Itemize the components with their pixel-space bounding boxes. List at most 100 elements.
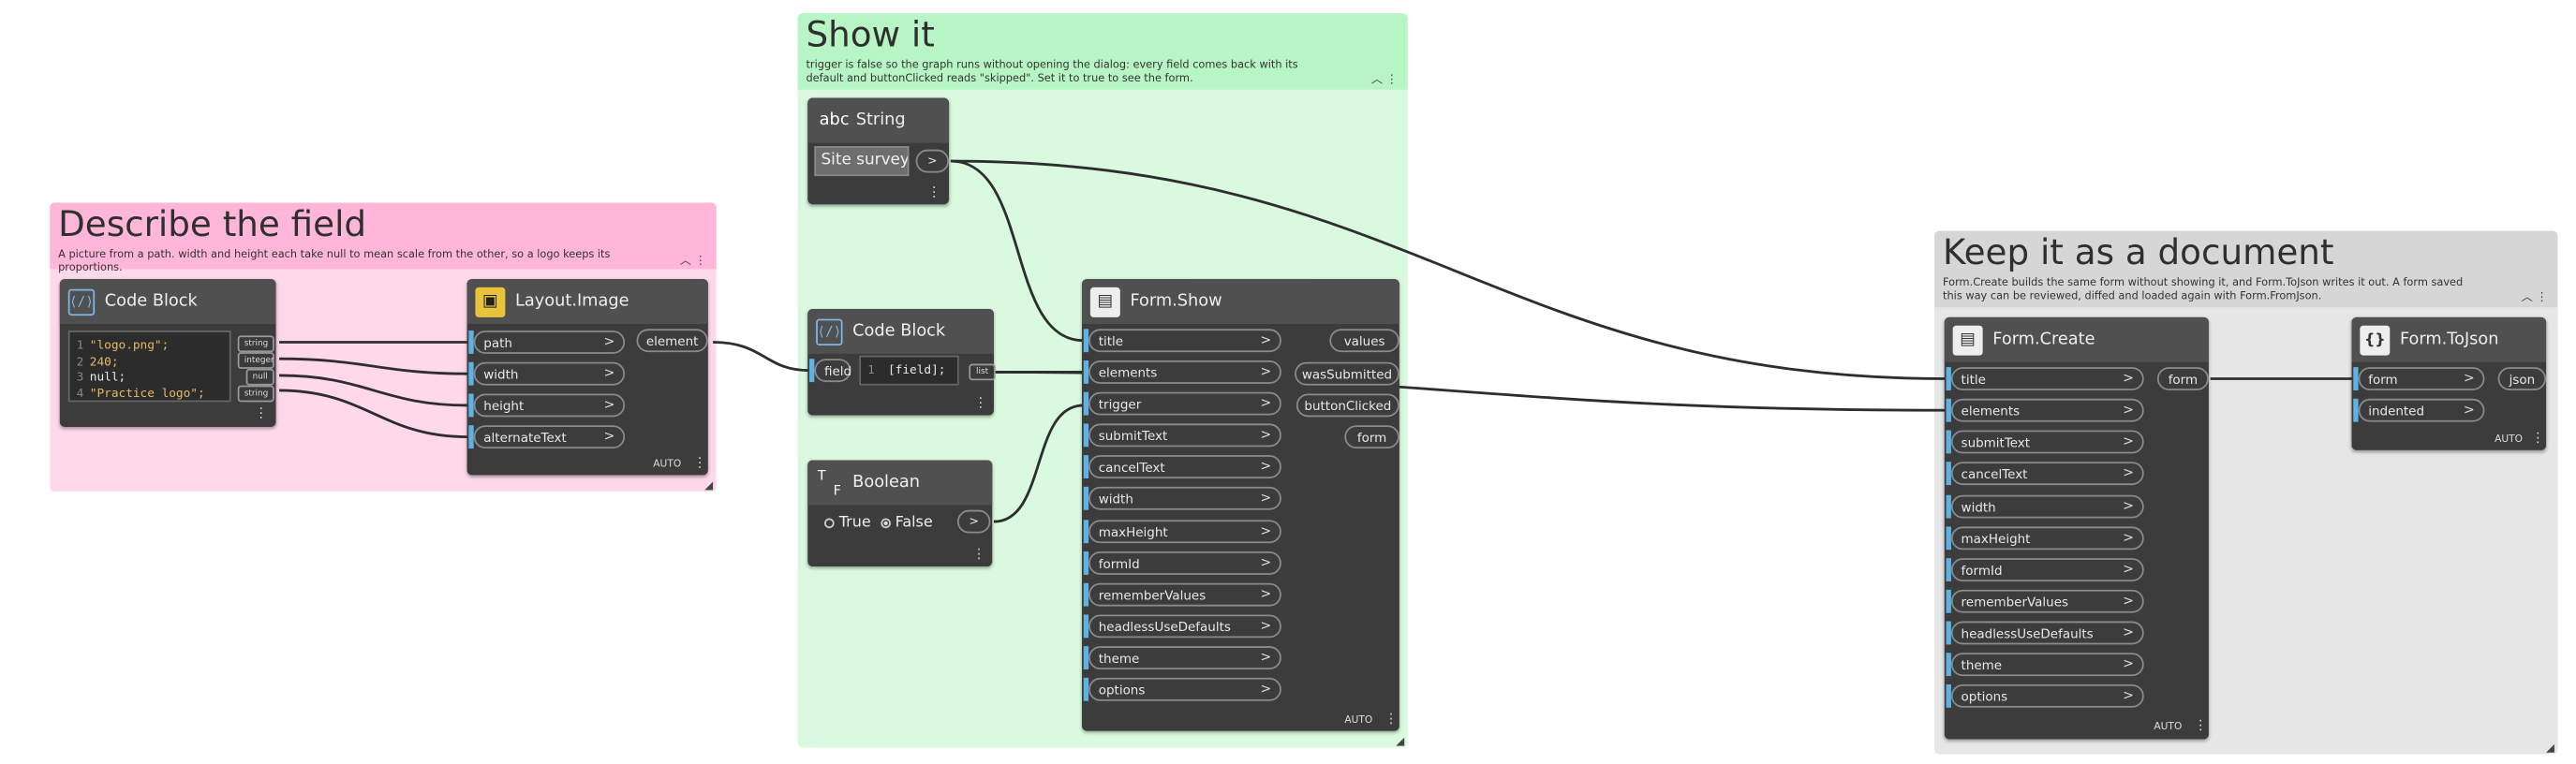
more-options-icon[interactable]: ⋮: [973, 395, 987, 411]
more-options-icon[interactable]: ⋮: [692, 455, 707, 471]
collapse-icon[interactable]: ︿: [2521, 290, 2537, 304]
output-port-form[interactable]: form: [2156, 367, 2209, 390]
lacing-label[interactable]: AUTO: [2154, 721, 2183, 733]
input-port-form-id[interactable]: formId>: [1946, 558, 2144, 581]
collapse-icon[interactable]: ︿: [679, 254, 695, 268]
output-port-values[interactable]: values: [1329, 329, 1399, 353]
layout-image-node[interactable]: ▣ Layout.Image path> width> height> alte…: [466, 279, 708, 476]
input-port-cancel-text[interactable]: cancelText>: [1946, 462, 2144, 486]
more-options-icon[interactable]: ⋮: [1385, 73, 1401, 87]
input-port-submit-text[interactable]: submitText>: [1083, 423, 1281, 448]
form-show-node[interactable]: ▤ Form.Show title> elements> trigger> su…: [1082, 279, 1399, 731]
input-port-height[interactable]: height>: [468, 393, 626, 418]
output-port-json[interactable]: json: [2497, 367, 2547, 390]
resize-grip-icon[interactable]: [1396, 737, 1405, 746]
input-port-elements[interactable]: elements>: [1946, 398, 2144, 422]
more-options-icon[interactable]: ⋮: [254, 404, 268, 420]
node-header[interactable]: ▣ Layout.Image: [466, 279, 708, 324]
node-title: Code Block: [852, 322, 946, 341]
input-port-remember-values[interactable]: rememberValues>: [1946, 589, 2144, 613]
resize-grip-icon[interactable]: [704, 481, 714, 491]
node-header[interactable]: ⟨/⟩ Code Block: [807, 309, 994, 354]
more-options-icon[interactable]: ⋮: [1384, 711, 1399, 727]
group-title[interactable]: Show it: [806, 14, 935, 55]
radio-false[interactable]: [880, 517, 891, 528]
output-port-button-clicked[interactable]: buttonClicked: [1295, 393, 1399, 418]
input-port-width[interactable]: width>: [468, 361, 626, 386]
input-port-width[interactable]: width>: [1946, 494, 2144, 519]
more-options-icon[interactable]: ⋮: [927, 184, 941, 199]
input-port-title[interactable]: title>: [1083, 329, 1281, 353]
node-header[interactable]: ⟨/⟩ Code Block: [59, 279, 276, 324]
group-controls[interactable]: ︿⋮: [1371, 71, 1401, 88]
more-options-icon[interactable]: ⋮: [2536, 290, 2552, 304]
form-icon: ▤: [1952, 324, 1983, 355]
lacing-label[interactable]: AUTO: [2495, 433, 2524, 446]
input-port-alternate-text[interactable]: alternateText>: [468, 425, 626, 449]
radio-true[interactable]: [824, 517, 835, 528]
output-type-tag[interactable]: integer: [237, 352, 274, 369]
resize-grip-icon[interactable]: [2546, 743, 2554, 753]
input-port-options[interactable]: options>: [1083, 677, 1281, 701]
form-create-node[interactable]: ▤ Form.Create title> elements> submitTex…: [1944, 316, 2209, 740]
form-tojson-node[interactable]: {} Form.ToJson form> indented> json AUTO…: [2351, 316, 2547, 450]
input-port-submit-text[interactable]: submitText>: [1946, 430, 2144, 454]
code-block-node[interactable]: ⟨/⟩ Code Block field 1 [field]; list ⋮: [807, 309, 996, 416]
output-port-was-submitted[interactable]: wasSubmitted: [1295, 361, 1399, 386]
input-port-form-id[interactable]: formId>: [1083, 551, 1281, 575]
output-port[interactable]: >: [956, 509, 991, 534]
more-options-icon[interactable]: ⋮: [694, 254, 710, 268]
input-port-options[interactable]: options>: [1946, 683, 2144, 708]
group-controls[interactable]: ︿⋮: [680, 253, 710, 270]
output-type-tag[interactable]: null: [245, 368, 274, 386]
node-header[interactable]: ▤ Form.Show: [1082, 279, 1399, 324]
output-type-tag[interactable]: list: [969, 363, 996, 381]
group-title[interactable]: Keep it as a document: [1943, 232, 2334, 272]
group-title[interactable]: Describe the field: [58, 204, 367, 244]
input-port-indented[interactable]: indented>: [2353, 398, 2485, 422]
code-line: 1"logo.png";: [76, 337, 170, 353]
group-controls[interactable]: ︿⋮: [2521, 289, 2551, 306]
node-header[interactable]: abc String: [807, 97, 950, 143]
lacing-label[interactable]: AUTO: [1344, 713, 1373, 727]
input-port-elements[interactable]: elements>: [1083, 360, 1281, 384]
radio-true-label[interactable]: True: [838, 515, 871, 532]
output-type-tag[interactable]: string: [237, 335, 274, 353]
code-block-icon: ⟨/⟩: [816, 317, 843, 345]
input-port-headless-use-defaults[interactable]: headlessUseDefaults>: [1083, 614, 1281, 639]
input-port-width[interactable]: width>: [1083, 486, 1281, 510]
more-options-icon[interactable]: ⋮: [2193, 717, 2208, 733]
input-port-max-height[interactable]: maxHeight>: [1083, 520, 1281, 544]
node-header[interactable]: {} Form.ToJson: [2351, 316, 2547, 362]
input-port-title[interactable]: title>: [1946, 367, 2144, 390]
input-port-cancel-text[interactable]: cancelText>: [1083, 455, 1281, 478]
input-port-path[interactable]: path>: [468, 331, 626, 354]
input-port-remember-values[interactable]: rememberValues>: [1083, 582, 1281, 607]
more-options-icon[interactable]: ⋮: [2531, 430, 2545, 446]
collapse-icon[interactable]: ︿: [1370, 73, 1386, 87]
node-header[interactable]: ▤ Form.Create: [1944, 316, 2209, 362]
lacing-label[interactable]: AUTO: [653, 458, 682, 471]
input-port-theme[interactable]: theme>: [1083, 646, 1281, 670]
input-port-headless-use-defaults[interactable]: headlessUseDefaults>: [1946, 621, 2144, 645]
more-options-icon[interactable]: ⋮: [971, 546, 986, 562]
output-port-form[interactable]: form: [1344, 425, 1399, 449]
input-port-theme[interactable]: theme>: [1946, 653, 2144, 677]
node-title: Form.Show: [1130, 292, 1222, 311]
output-type-tag[interactable]: string: [237, 385, 274, 403]
string-node[interactable]: abc String Site survey > ⋮: [807, 97, 950, 205]
output-port[interactable]: >: [915, 149, 950, 173]
code-editor[interactable]: 1 [field];: [859, 355, 959, 386]
input-port-form[interactable]: form>: [2353, 367, 2485, 390]
input-port-max-height[interactable]: maxHeight>: [1946, 526, 2144, 551]
string-value-input[interactable]: Site survey: [814, 146, 910, 177]
input-port-trigger[interactable]: trigger>: [1083, 391, 1281, 416]
output-port-element[interactable]: element: [636, 329, 708, 353]
radio-false-label[interactable]: False: [895, 515, 933, 532]
input-port-field[interactable]: field: [809, 359, 851, 383]
